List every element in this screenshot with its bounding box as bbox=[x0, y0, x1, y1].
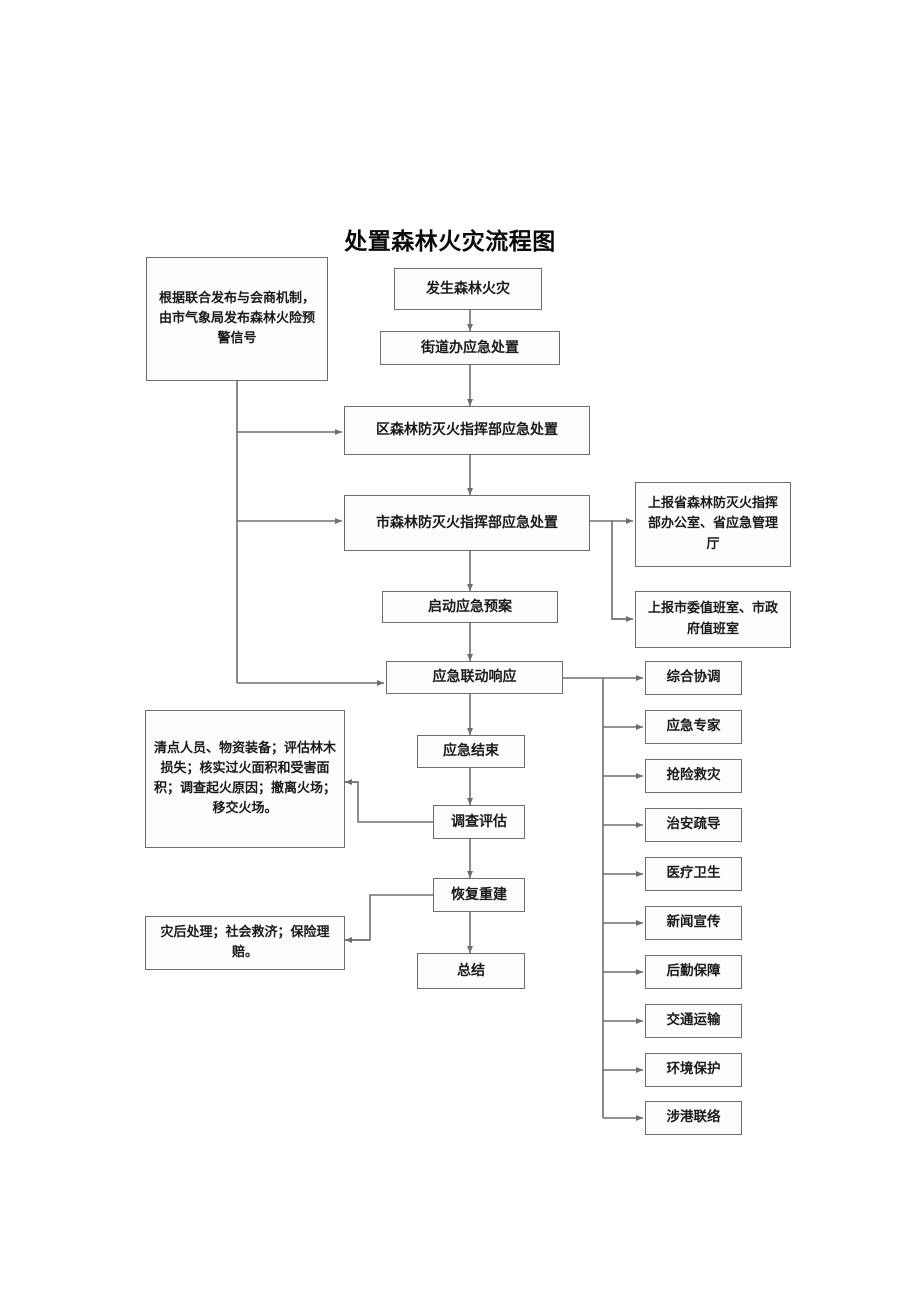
node-support-group-6: 新闻宣传 bbox=[645, 906, 742, 940]
page-title: 处置森林火灾流程图 bbox=[344, 229, 556, 255]
node-support-group-10: 涉港联络 bbox=[645, 1101, 742, 1135]
node-recovery-detail: 灾后处理；社会救济；保险理赔。 bbox=[145, 916, 345, 970]
node-support-group-8-label: 交通运输 bbox=[666, 1012, 721, 1029]
node-support-group-5-label: 医疗卫生 bbox=[666, 865, 721, 882]
node-fire-occurs: 发生森林火灾 bbox=[394, 268, 542, 310]
node-support-group-9: 环境保护 bbox=[645, 1053, 742, 1087]
edge-city-to-report-city bbox=[590, 520, 633, 620]
node-support-group-9-label: 环境保护 bbox=[666, 1061, 721, 1078]
node-report-province: 上报省森林防灭火指挥部办公室、省应急管理厅 bbox=[635, 482, 791, 567]
node-district-hq-label: 区森林防灭火指挥部应急处置 bbox=[376, 422, 558, 439]
node-recovery-detail-label: 灾后处理；社会救济；保险理赔。 bbox=[160, 924, 330, 960]
node-support-group-6-label: 新闻宣传 bbox=[666, 914, 721, 931]
node-support-group-4-label: 治安疏导 bbox=[666, 816, 721, 833]
node-support-group-3: 抢险救灾 bbox=[645, 759, 742, 793]
node-support-group-4: 治安疏导 bbox=[645, 808, 742, 842]
node-support-group-2-label: 应急专家 bbox=[666, 718, 721, 735]
node-support-group-1-label: 综合协调 bbox=[666, 669, 721, 686]
node-investigation-detail-label: 清点人员、物资装备；评估林木损失；核实过火面积和受害面积；调查起火原因；撤离火场… bbox=[153, 740, 336, 817]
node-warning-signal-label: 根据联合发布与会商机制，由市气象局发布森林火险预警信号 bbox=[158, 290, 315, 347]
node-emergency-end-label: 应急结束 bbox=[443, 743, 499, 760]
node-joint-response: 应急联动响应 bbox=[386, 661, 563, 694]
node-support-group-7: 后勤保障 bbox=[645, 955, 742, 989]
node-recovery-label: 恢复重建 bbox=[451, 886, 507, 903]
node-recovery: 恢复重建 bbox=[433, 878, 525, 912]
node-warning-signal: 根据联合发布与会商机制，由市气象局发布森林火险预警信号 bbox=[146, 257, 328, 381]
node-support-group-10-label: 涉港联络 bbox=[666, 1109, 721, 1126]
node-report-city-label: 上报市委值班室、市政府值班室 bbox=[647, 601, 778, 637]
node-investigation: 调查评估 bbox=[433, 805, 525, 839]
node-activate-plan-label: 启动应急预案 bbox=[428, 598, 512, 615]
node-support-group-3-label: 抢险救灾 bbox=[666, 767, 721, 784]
node-support-group-2: 应急专家 bbox=[645, 710, 742, 744]
edge-recovery-detail-path bbox=[345, 894, 434, 941]
node-activate-plan: 启动应急预案 bbox=[382, 591, 558, 623]
node-support-group-8: 交通运输 bbox=[645, 1004, 742, 1038]
node-support-group-1: 综合协调 bbox=[645, 661, 742, 695]
node-investigation-label: 调查评估 bbox=[451, 813, 507, 830]
node-district-hq: 区森林防灭火指挥部应急处置 bbox=[344, 406, 590, 455]
node-investigation-detail: 清点人员、物资装备；评估林木损失；核实过火面积和受害面积；调查起火原因；撤离火场… bbox=[145, 710, 345, 848]
node-summary: 总结 bbox=[417, 953, 525, 989]
node-street-office-label: 街道办应急处置 bbox=[421, 339, 519, 356]
node-support-group-5: 医疗卫生 bbox=[645, 857, 742, 891]
edge-response-trunk bbox=[563, 677, 604, 1118]
node-fire-occurs-label: 发生森林火灾 bbox=[426, 280, 510, 297]
node-report-province-label: 上报省森林防灭火指挥部办公室、省应急管理厅 bbox=[647, 496, 778, 552]
node-support-group-7-label: 后勤保障 bbox=[666, 963, 721, 980]
node-report-city: 上报市委值班室、市政府值班室 bbox=[635, 591, 791, 648]
node-city-hq: 市森林防灭火指挥部应急处置 bbox=[344, 495, 590, 551]
node-city-hq-label: 市森林防灭火指挥部应急处置 bbox=[376, 514, 558, 531]
node-summary-label: 总结 bbox=[457, 962, 485, 979]
node-emergency-end: 应急结束 bbox=[417, 735, 525, 768]
node-street-office: 街道办应急处置 bbox=[380, 331, 560, 365]
node-joint-response-label: 应急联动响应 bbox=[432, 669, 517, 686]
edge-investigation-detail-path bbox=[345, 781, 434, 823]
